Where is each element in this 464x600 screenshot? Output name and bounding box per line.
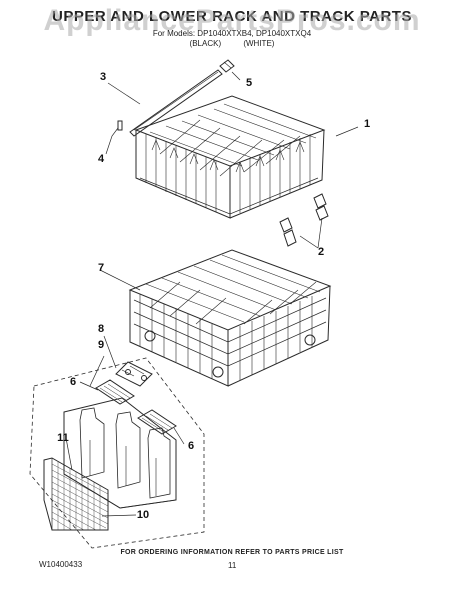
color-label-black: (BLACK): [189, 39, 222, 48]
page-title: UPPER AND LOWER RACK AND TRACK PARTS: [52, 8, 412, 25]
callout-1: 1: [363, 118, 371, 130]
callout-8: 8: [97, 323, 105, 335]
leader-lines: [65, 71, 359, 517]
callout-3: 3: [99, 71, 107, 83]
callout-6-upper: 6: [69, 376, 77, 388]
models-line: For Models: DP1040XTXB4, DP1040XTXQ4: [152, 29, 312, 38]
track-end-cap: [117, 120, 123, 131]
document-number: W10400433: [39, 560, 83, 569]
upper-rack: [134, 95, 326, 219]
basket-lid: [43, 457, 109, 531]
lower-rack: [128, 249, 332, 387]
silverware-basket-outline: [29, 357, 205, 549]
basket-cover-upper: [95, 379, 135, 405]
rack-adjusters: [279, 193, 329, 247]
callout-10: 10: [136, 509, 150, 521]
callout-11: 11: [57, 432, 69, 444]
page-number: 11: [228, 561, 237, 570]
basket-cover-lower: [137, 409, 177, 435]
color-labels: (BLACK) (WHITE): [0, 39, 464, 48]
callout-2: 2: [317, 246, 325, 258]
ordering-info-note: FOR ORDERING INFORMATION REFER TO PARTS …: [120, 549, 344, 556]
callout-5: 5: [245, 77, 253, 89]
callout-6-lower: 6: [187, 440, 195, 452]
color-label-white: (WHITE): [243, 39, 275, 48]
callout-4: 4: [97, 153, 105, 165]
callout-7: 7: [97, 262, 105, 274]
basket-handle: [115, 361, 153, 387]
callout-9: 9: [97, 339, 105, 351]
track-stop: [219, 59, 235, 73]
track-rail: [129, 69, 223, 137]
